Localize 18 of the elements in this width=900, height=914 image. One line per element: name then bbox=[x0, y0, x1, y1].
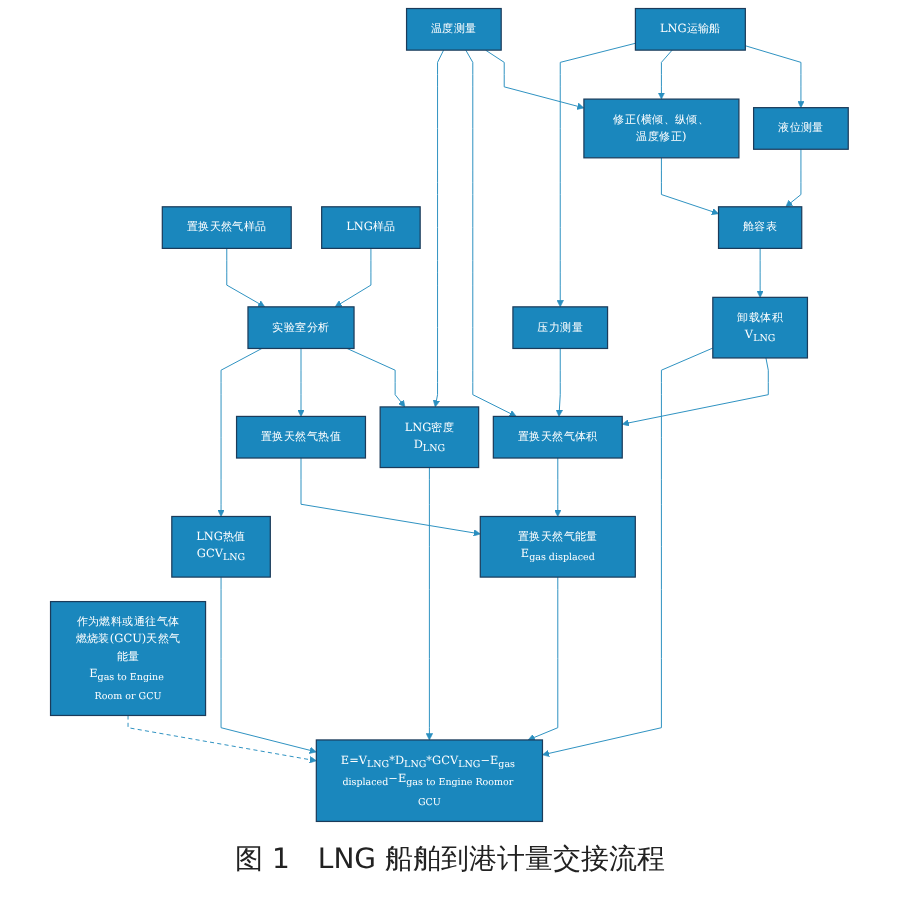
node-box bbox=[321, 206, 422, 249]
node-box bbox=[247, 306, 356, 350]
node-box bbox=[236, 415, 367, 459]
node-box bbox=[316, 739, 544, 823]
node-box bbox=[380, 406, 480, 469]
node-box bbox=[50, 600, 207, 717]
node-box bbox=[493, 415, 624, 459]
node-box bbox=[480, 515, 637, 578]
node-box bbox=[171, 515, 272, 578]
node-box bbox=[635, 7, 747, 51]
figure-caption: 图 1 LNG 船舶到港计量交接流程 bbox=[235, 842, 665, 878]
node-box bbox=[512, 306, 609, 350]
node-box bbox=[162, 206, 293, 249]
node-box bbox=[712, 296, 809, 359]
node-box bbox=[406, 7, 503, 51]
node-box bbox=[583, 98, 741, 159]
node-box bbox=[718, 206, 803, 249]
node-box bbox=[753, 107, 850, 150]
